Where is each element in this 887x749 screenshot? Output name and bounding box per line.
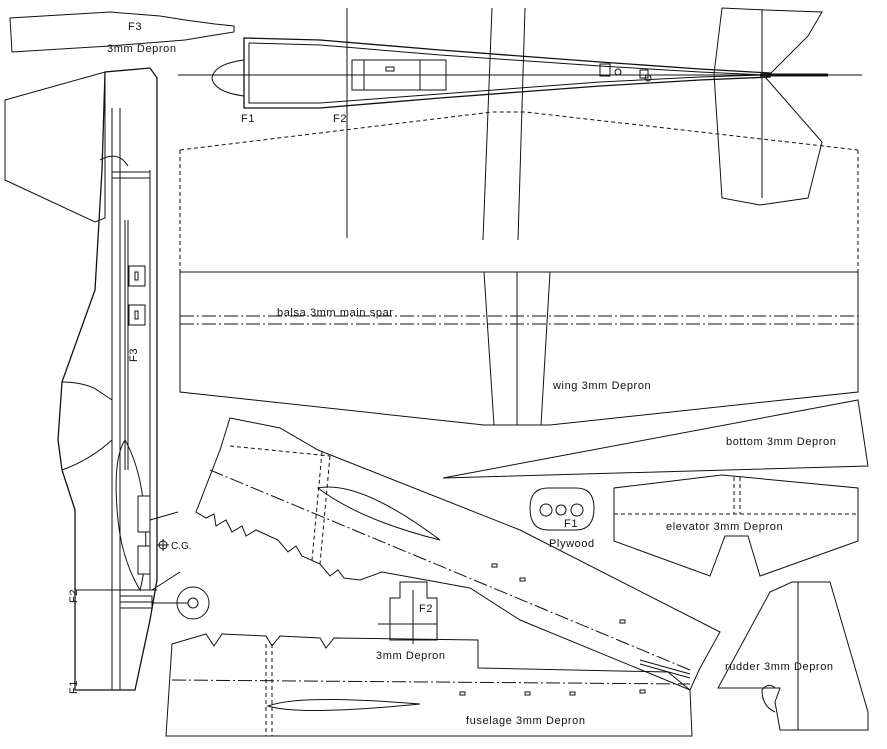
top-f2-label: F2 bbox=[333, 113, 347, 125]
f2-part-label: F2 bbox=[419, 603, 433, 615]
elevator-label: elevator 3mm Depron bbox=[666, 521, 783, 533]
top-view-fuselage bbox=[178, 7, 862, 241]
f3-material-label: 3mm Depron bbox=[107, 43, 177, 55]
plywood-label: Plywood bbox=[549, 538, 595, 550]
top-f1-label: F1 bbox=[241, 113, 255, 125]
side-f3-label: F3 bbox=[128, 348, 140, 362]
fuselage-lower-part bbox=[165, 633, 693, 737]
rudder-part-outline bbox=[717, 581, 869, 731]
f2-material-label: 3mm Depron bbox=[376, 650, 446, 662]
side-f1-label: F1 bbox=[68, 680, 80, 694]
rudder-label: rudder 3mm Depron bbox=[725, 661, 834, 673]
elevator-part-outline bbox=[613, 474, 859, 577]
side-view-fuselage bbox=[4, 67, 210, 691]
bottom-part-outline bbox=[442, 399, 869, 479]
plywood-f1-label: F1 bbox=[564, 518, 578, 530]
f3-part-label: F3 bbox=[128, 21, 142, 33]
f3-part-outline bbox=[9, 11, 235, 53]
cg-label: C.G. bbox=[171, 541, 192, 552]
fuselage-label: fuselage 3mm Depron bbox=[466, 715, 586, 727]
main-spar-label: balsa 3mm main spar bbox=[277, 307, 394, 319]
fuselage-upper-part bbox=[195, 417, 721, 691]
side-f2-label: F2 bbox=[68, 589, 80, 603]
f2-part-outline bbox=[378, 581, 438, 644]
wing-label: wing 3mm Depron bbox=[552, 380, 651, 392]
bottom-label: bottom 3mm Depron bbox=[726, 436, 836, 448]
wing-outline bbox=[179, 111, 859, 426]
plywood-f1-part bbox=[529, 487, 595, 531]
